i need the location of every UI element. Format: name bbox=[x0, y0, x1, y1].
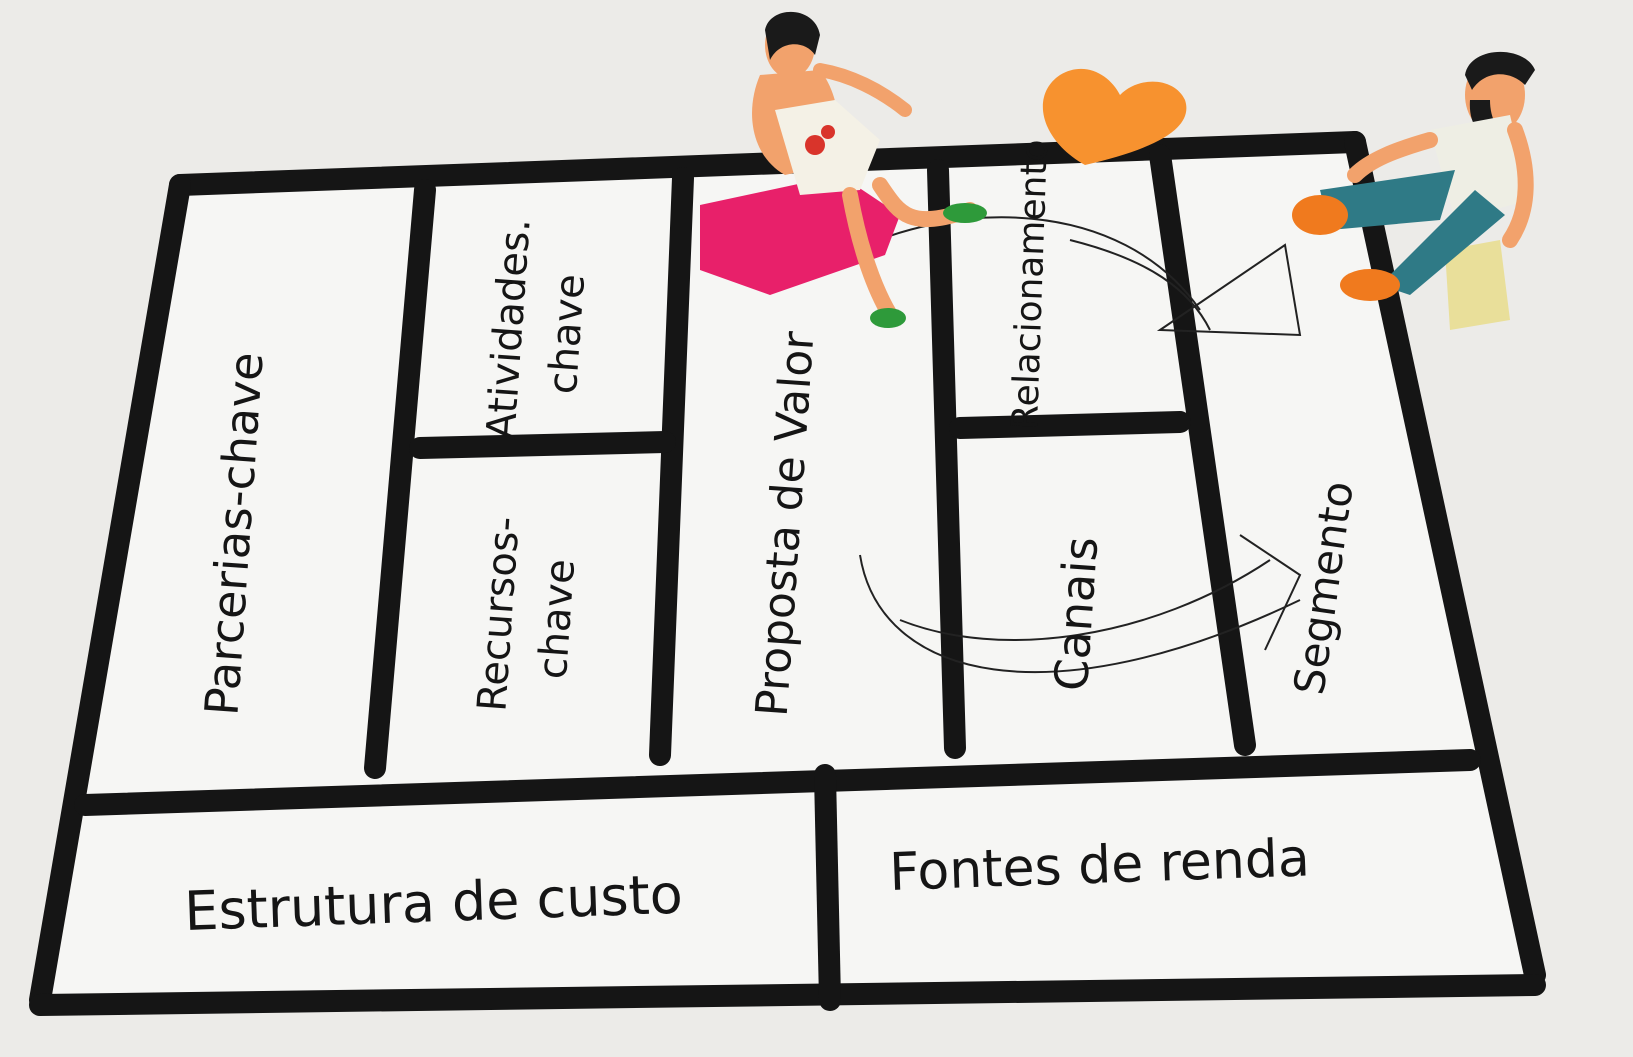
divider-activities bbox=[649, 167, 694, 766]
label-customer-relationships: Relacionamento bbox=[1005, 139, 1056, 431]
arrow-bottom-curve-2 bbox=[899, 559, 1271, 641]
yellow-box bbox=[1445, 240, 1510, 330]
divider-relationship-channels bbox=[949, 411, 1191, 439]
tank-top bbox=[1430, 115, 1530, 220]
shoe-2 bbox=[1340, 269, 1400, 301]
flower-2 bbox=[821, 125, 835, 139]
divider-bottom bbox=[814, 764, 841, 1011]
label-revenue-streams: Fontes de renda bbox=[888, 828, 1310, 903]
row-divider bbox=[74, 749, 1481, 816]
clay-figure-woman bbox=[700, 11, 987, 328]
divider-partners bbox=[364, 179, 436, 779]
shoe-2 bbox=[870, 308, 906, 328]
trousers-lower bbox=[1380, 190, 1505, 295]
arm-left bbox=[1347, 132, 1438, 183]
divider-relationship bbox=[1149, 144, 1256, 756]
shoe-1 bbox=[1292, 195, 1348, 235]
label-key-resources-2: chave bbox=[530, 558, 584, 681]
leg-2 bbox=[842, 187, 898, 323]
arrow-top-head bbox=[1156, 243, 1302, 337]
arm bbox=[813, 63, 912, 117]
arm-right bbox=[1502, 122, 1534, 248]
clay-figure-man bbox=[1292, 51, 1535, 330]
dress bbox=[775, 100, 880, 195]
divider-activities-resources bbox=[409, 431, 676, 459]
frame-left bbox=[29, 174, 191, 1011]
label-channels: Canais bbox=[1044, 535, 1109, 693]
cap bbox=[1465, 51, 1535, 90]
flower bbox=[805, 135, 825, 155]
arrow-bottom-head bbox=[1239, 534, 1302, 651]
arrow-bottom-curve-1 bbox=[859, 554, 1301, 673]
frame-bottom bbox=[29, 974, 1546, 1016]
label-key-activities-2: chave bbox=[540, 273, 594, 396]
trousers-upper bbox=[1320, 170, 1455, 230]
arrow-top-curve-2 bbox=[1069, 239, 1211, 331]
divider-value bbox=[927, 159, 966, 759]
hair bbox=[765, 11, 820, 60]
canvas-grid bbox=[29, 131, 1546, 1016]
heart-icon bbox=[1042, 68, 1187, 165]
shoe-1 bbox=[943, 203, 987, 223]
